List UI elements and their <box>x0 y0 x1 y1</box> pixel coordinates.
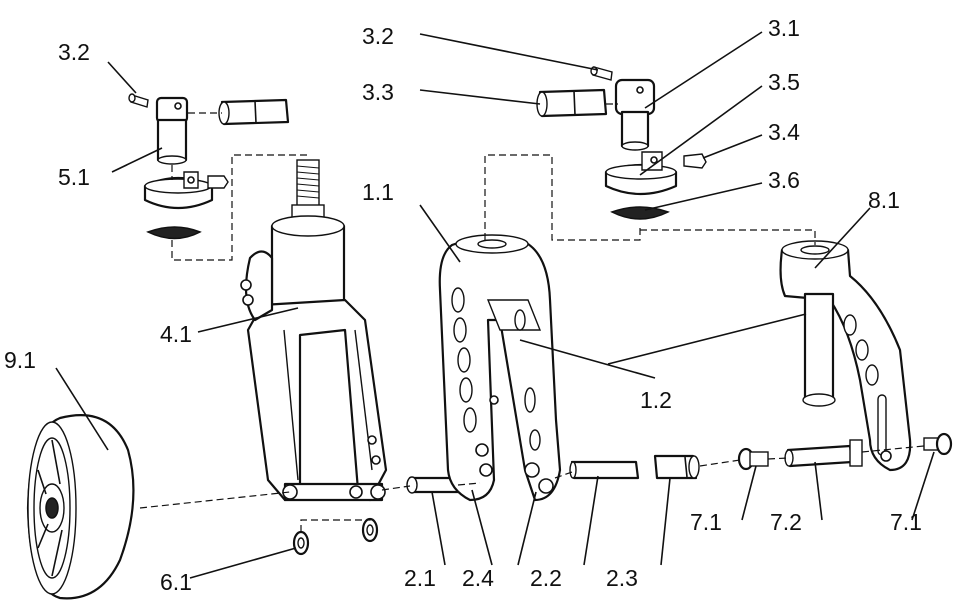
label-3-3: 3.3 <box>362 79 394 105</box>
label-3-5: 3.5 <box>768 69 800 95</box>
label-3-4: 3.4 <box>768 119 800 145</box>
label-7-1-left: 7.1 <box>690 509 722 535</box>
label-7-1-right: 7.1 <box>890 509 922 535</box>
label-2-1: 2.1 <box>404 565 436 591</box>
label-1-1: 1.1 <box>362 179 394 205</box>
screw-7-1-left <box>737 447 769 471</box>
label-3-2-right: 3.2 <box>362 23 394 49</box>
fork-1-1 <box>438 234 562 502</box>
label-5-1: 5.1 <box>58 164 90 190</box>
label-3-2-left: 3.2 <box>58 39 90 65</box>
shaft-7-2 <box>784 439 863 468</box>
label-2-2: 2.2 <box>530 565 562 591</box>
assembly-dashed-lines <box>139 103 925 532</box>
label-4-1: 4.1 <box>160 321 192 347</box>
label-3-1: 3.1 <box>768 15 800 41</box>
label-2-4: 2.4 <box>462 565 494 591</box>
bracket-8-1 <box>779 240 912 472</box>
bushing-2-1 <box>406 476 460 494</box>
label-8-1: 8.1 <box>868 187 900 213</box>
axle-pin-2-2 <box>569 460 640 480</box>
cap-assembly-left-5-1 <box>128 93 290 240</box>
label-2-3: 2.3 <box>606 565 638 591</box>
bushing-2-3 <box>653 454 700 480</box>
part-labels: 3.2 5.1 9.1 4.1 6.1 2.1 2.4 2.2 2.3 3.2 … <box>4 15 922 595</box>
fork-assembly-left-4-1 <box>240 159 388 502</box>
spacer-washers-6-1 <box>292 517 379 556</box>
wheel-9-1 <box>26 414 135 600</box>
label-9-1: 9.1 <box>4 347 36 373</box>
leader-lines <box>55 31 935 579</box>
label-6-1: 6.1 <box>160 569 192 595</box>
label-1-2: 1.2 <box>640 387 672 413</box>
label-7-2: 7.2 <box>770 509 802 535</box>
label-3-6: 3.6 <box>768 167 800 193</box>
screw-7-1-right <box>923 432 953 456</box>
cap-assembly-right-3-x <box>536 66 707 220</box>
